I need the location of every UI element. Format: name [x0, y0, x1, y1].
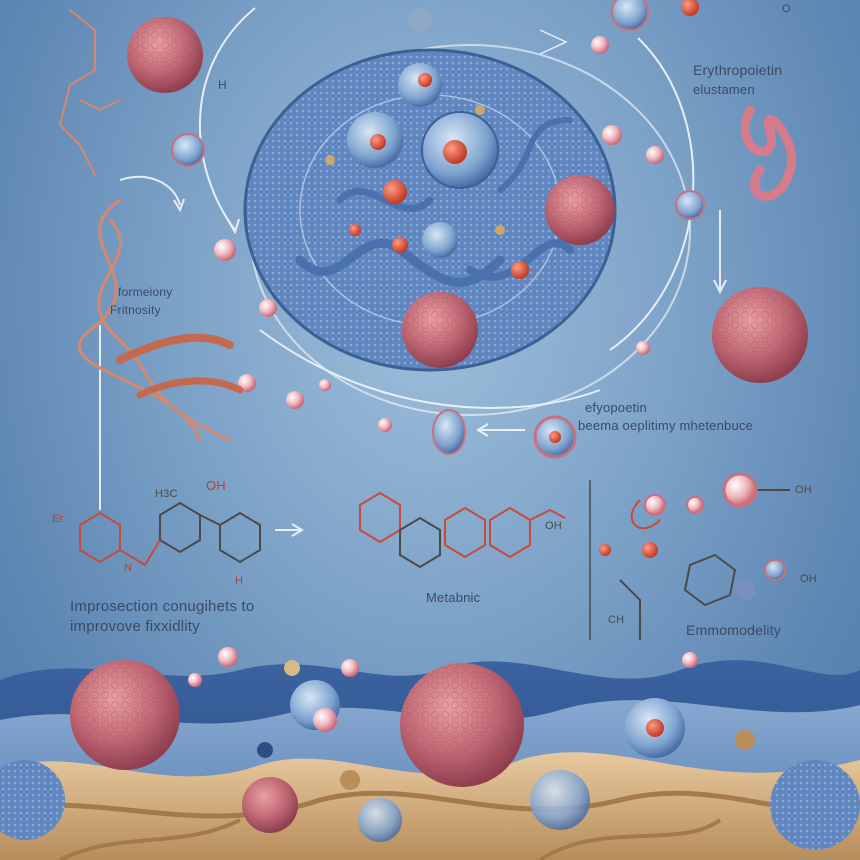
label-chem-n: N — [124, 562, 133, 574]
label-emmomodelity: Emmomodelity — [686, 622, 781, 638]
label-h-small: H — [218, 78, 227, 92]
ribbon-protein — [740, 105, 797, 201]
label-efyopoetin: efyopoetin — [585, 400, 647, 415]
label-chem-oh-right: OH — [545, 520, 562, 532]
label-chem-er: Er — [52, 513, 64, 525]
label-metabnic: Metabnic — [426, 590, 481, 605]
label-beema: beema oeplitimy mhetenbuce — [578, 418, 754, 433]
chemical-structures — [79, 480, 790, 640]
label-chem-ch: CH — [608, 614, 625, 626]
tissue-cells — [0, 647, 860, 850]
label-formeiony: formeiony — [118, 285, 173, 299]
red-cells — [127, 17, 808, 383]
label-chem-h: H — [235, 575, 244, 587]
small-particles — [171, 0, 758, 556]
label-chem-h3c: H3C — [155, 488, 178, 500]
label-improsection-line2: improvove fixxidlity — [70, 618, 200, 635]
label-chem-oh-right2: OH — [795, 484, 812, 496]
label-erythropoietin-sub: elustamen — [693, 82, 755, 97]
dna-helix — [58, 9, 244, 442]
label-improsection-line1: Improsection conugihets to — [70, 598, 255, 615]
label-chem-oh-top: OH — [206, 478, 226, 493]
central-cell — [243, 8, 617, 372]
label-o-mark: O — [782, 3, 791, 15]
label-fritnosity: Fritnosity — [110, 303, 161, 317]
label-chem-oh-side: OH — [800, 573, 817, 585]
label-erythropoietin-title: Erythropoietin — [693, 62, 783, 78]
